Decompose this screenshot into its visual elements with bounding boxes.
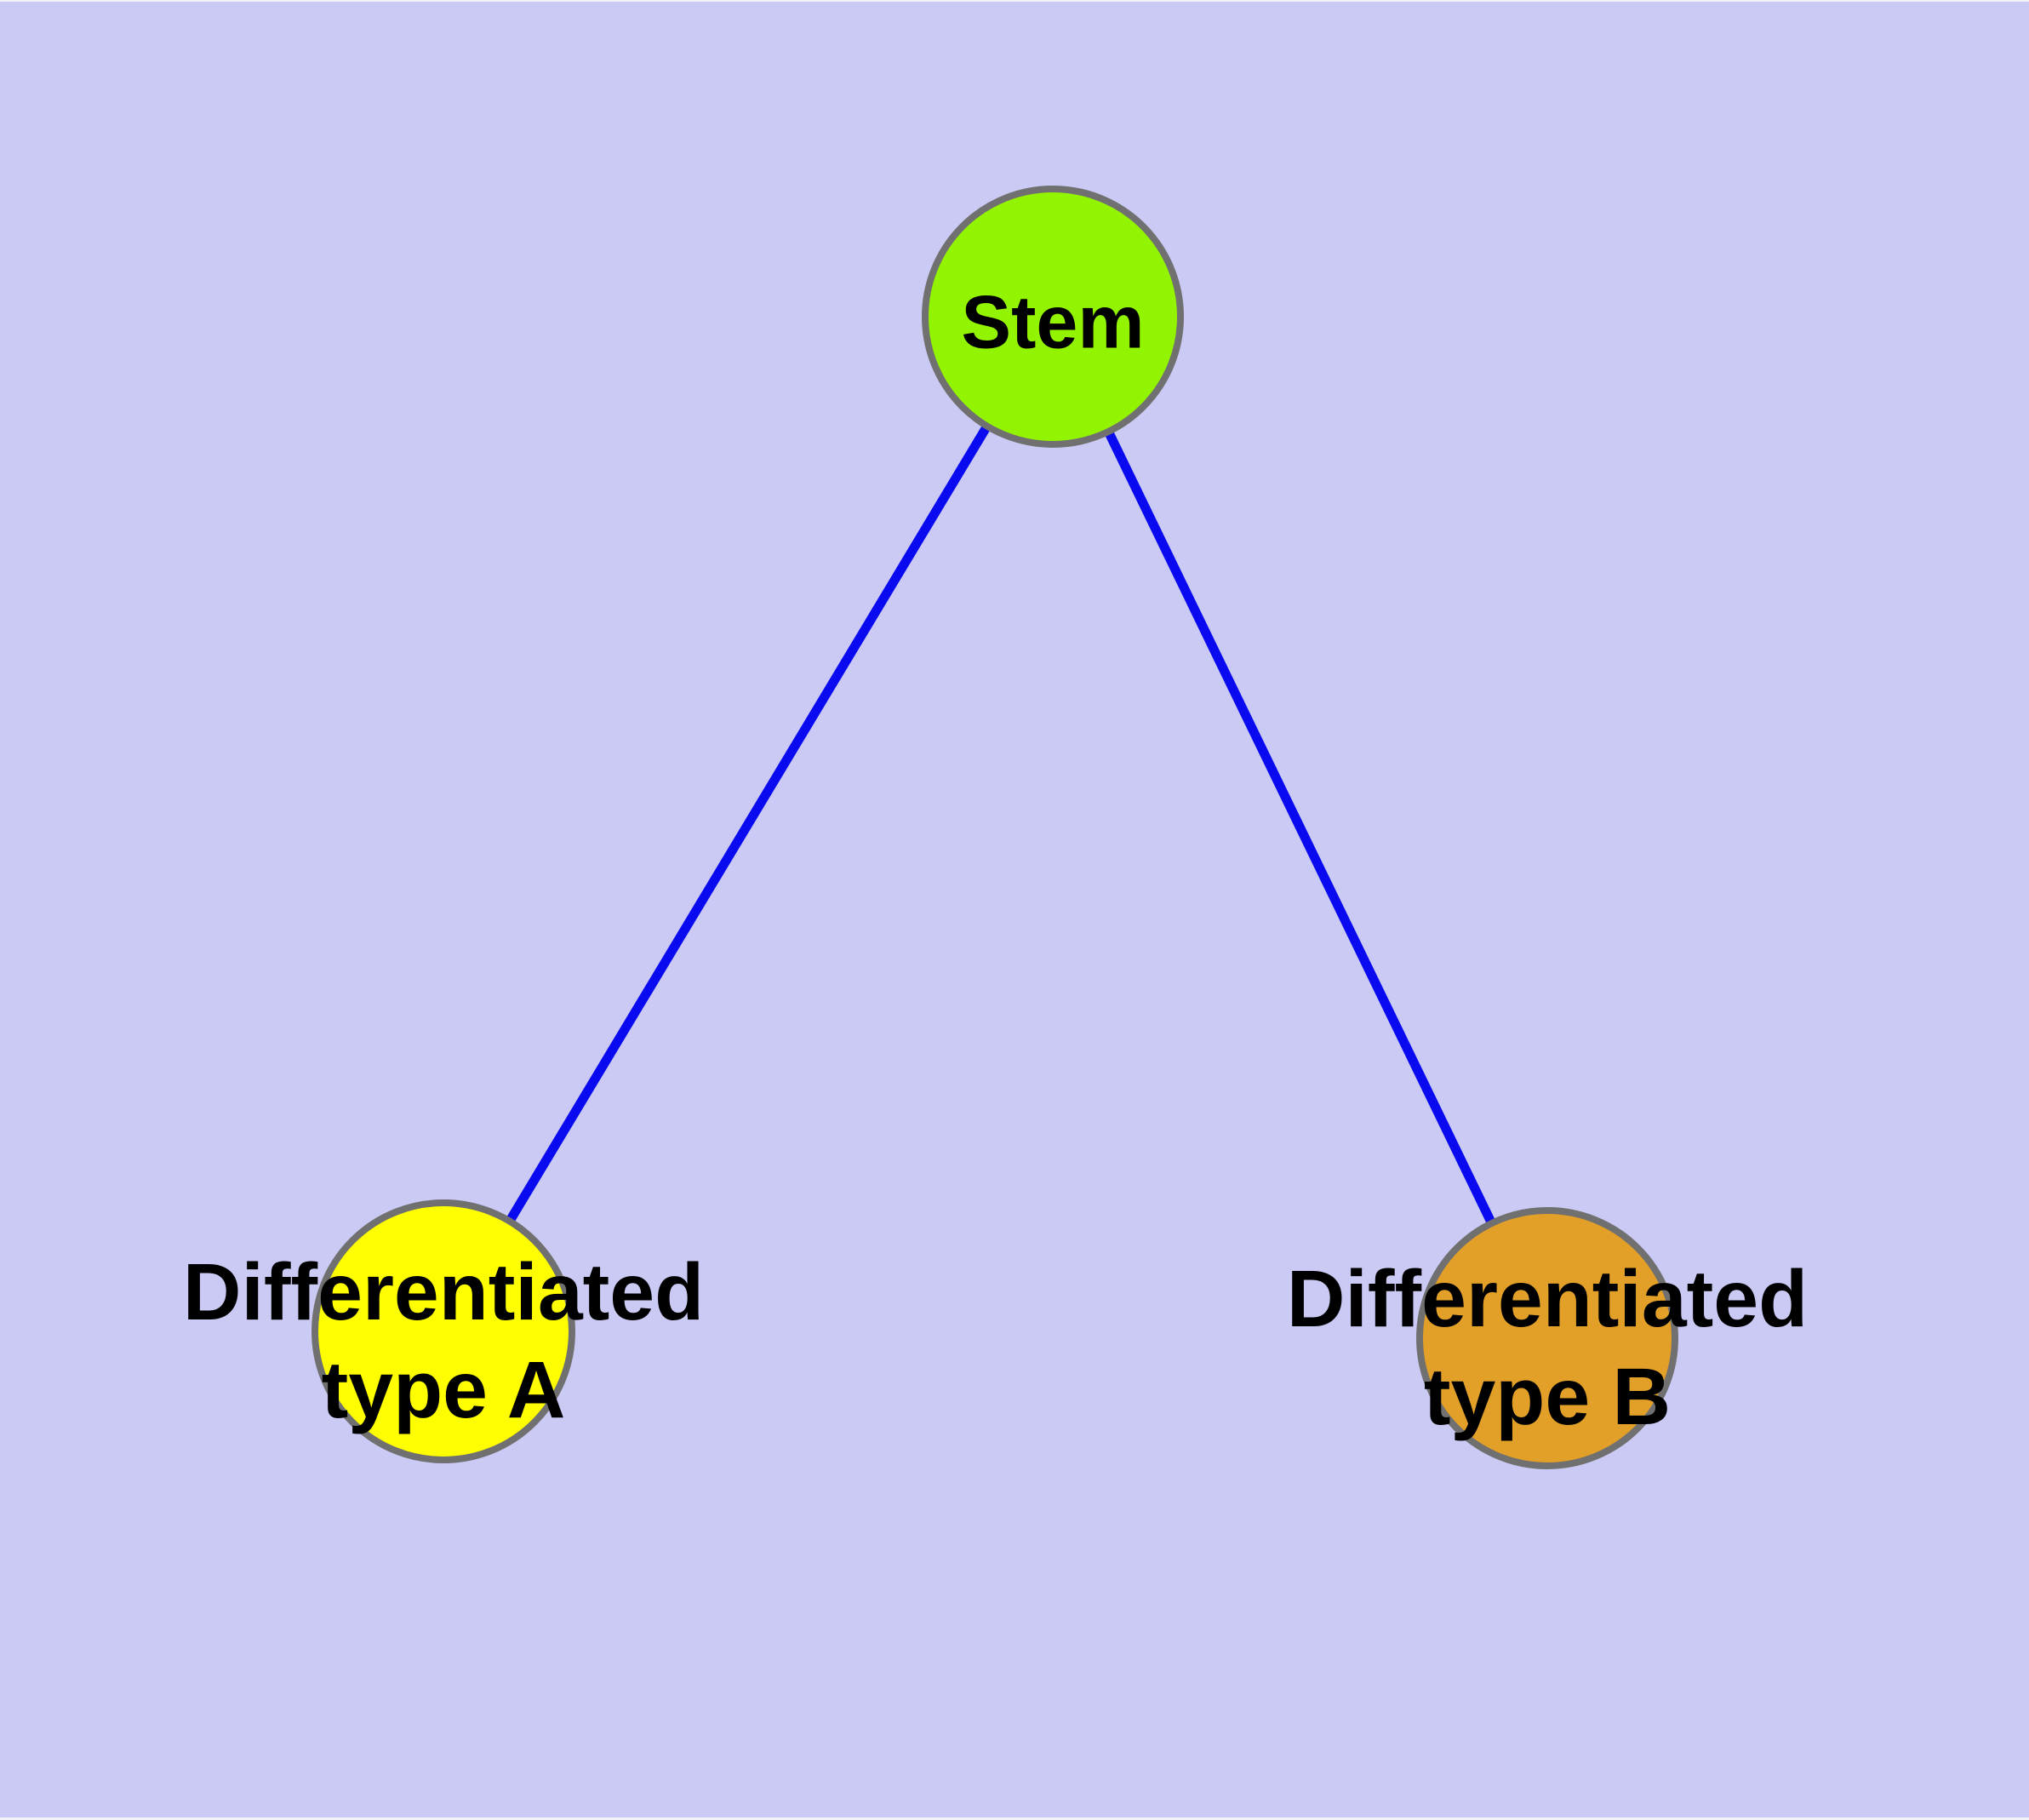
edges-layer [439,314,1552,1341]
node-differentiated-type-a-label-line1: Differentiated [183,1247,704,1337]
node-stem-label-line1: Stem [961,280,1144,364]
node-stem-circle[interactable] [922,186,1184,448]
node-differentiated-type-b-label-line2: type B [1424,1352,1671,1442]
node-differentiated-type-a-circle[interactable] [311,1199,575,1463]
node-differentiated-type-a-label-line2: type A [322,1345,566,1435]
node-differentiated-type-b-label-line1: Differentiated [1287,1254,1808,1344]
edge-stem-to-differentiated-type-b[interactable] [1049,314,1552,1341]
node-stem[interactable]: Stem [922,186,1184,448]
edge-stem-to-differentiated-type-a[interactable] [439,314,1057,1334]
node-differentiated-type-b-circle[interactable] [1416,1207,1678,1469]
